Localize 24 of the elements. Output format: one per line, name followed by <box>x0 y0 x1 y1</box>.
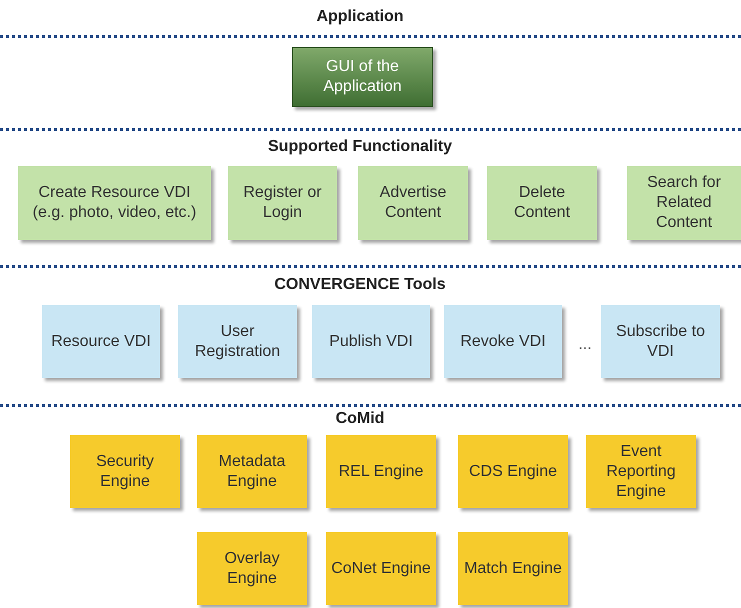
component-box: REL Engine <box>326 435 436 508</box>
layer-heading: Supported Functionality <box>268 138 452 156</box>
component-box: Metadata Engine <box>197 435 307 508</box>
component-box: CDS Engine <box>458 435 568 508</box>
component-box: Event Reporting Engine <box>586 435 696 508</box>
component-box: Advertise Content <box>358 166 468 240</box>
gui-box: GUI of the Application <box>292 47 433 107</box>
layer-heading: CONVERGENCE Tools <box>274 276 446 294</box>
component-box: Publish VDI <box>312 305 430 378</box>
component-box: Register or Login <box>228 166 337 240</box>
component-box: Search for Related Content <box>627 166 741 240</box>
layer-heading: CoMid <box>336 410 384 428</box>
component-box: CoNet Engine <box>326 532 436 605</box>
component-box: Match Engine <box>458 532 568 605</box>
component-box: Overlay Engine <box>197 532 307 605</box>
component-box: Revoke VDI <box>444 305 562 378</box>
component-box: Delete Content <box>487 166 597 240</box>
component-box: Create Resource VDI (e.g. photo, video, etc.) <box>18 166 211 240</box>
component-box: Resource VDI <box>42 305 160 378</box>
component-box: Subscribe to VDI <box>601 305 720 378</box>
ellipsis-text: ... <box>578 336 592 354</box>
layer-heading: Application <box>316 8 404 26</box>
component-box: Security Engine <box>70 435 180 508</box>
component-box: User Registration <box>178 305 297 378</box>
